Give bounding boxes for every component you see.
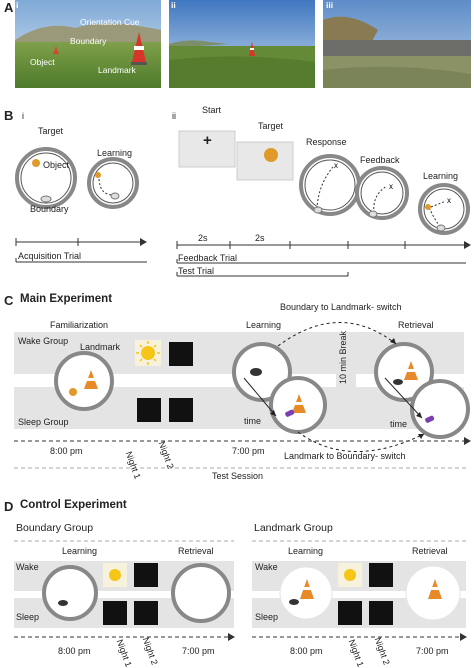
d2-retrieval-label: Retrieval [412, 546, 448, 556]
b-object-label: Object [43, 160, 70, 170]
svg-text:x: x [334, 161, 338, 170]
d1-sleep-label: Sleep [16, 612, 40, 622]
wake-group-label: Wake Group [18, 336, 69, 346]
boundary-to-landmark-switch: Boundary to Landmark- switch [280, 302, 402, 312]
svg-text:x: x [389, 182, 393, 191]
d2-wake-label: Wake [255, 562, 278, 572]
panel-b-diagram: x x x [15, 130, 471, 277]
vr-screenshot-1 [15, 0, 161, 88]
panel-d-letter: D [4, 499, 14, 514]
main-experiment-title: Main Experiment [20, 293, 113, 305]
panel-b-ii: ii [172, 111, 176, 121]
d2-800pm: 8:00 pm [290, 646, 323, 656]
d2-700pm: 7:00 pm [416, 646, 449, 656]
ten-min-break-label: 10 min Break [338, 330, 348, 384]
familiarization-label: Familiarization [50, 320, 109, 330]
time-2s-2: 2s [255, 233, 265, 243]
c-800pm: 8:00 pm [50, 446, 83, 456]
landmark-group-title: Landmark Group [254, 522, 333, 534]
panel-d-diagram [14, 540, 467, 641]
b-feedback-label: Feedback [360, 155, 400, 165]
panel-c-diagram [14, 322, 471, 469]
b-learning2-label: Learning [423, 171, 459, 181]
d1-700pm: 7:00 pm [182, 646, 215, 656]
landmark-label: Landmark [98, 65, 136, 75]
b-response-label: Response [306, 137, 347, 147]
test-trial-label: Test Trial [178, 266, 215, 276]
d1-800pm: 8:00 pm [58, 646, 91, 656]
orientation-cue-label: Orientation Cue [80, 17, 140, 27]
screen-1-roman: i [16, 0, 19, 10]
screen-3-roman: iii [326, 0, 334, 10]
panel-c-letter: C [4, 293, 14, 308]
d2-learning-label: Learning [288, 546, 324, 556]
d1-learning-label: Learning [62, 546, 98, 556]
b-boundary-label: Boundary [30, 204, 69, 214]
c-learning-label: Learning [246, 320, 282, 330]
b-start-label: Start [202, 105, 222, 115]
vr-screenshot-3 [323, 0, 471, 88]
time-2s-1: 2s [198, 233, 208, 243]
panel-b-letter: B [4, 108, 14, 123]
d1-wake-label: Wake [16, 562, 39, 572]
screen-2-roman: ii [171, 0, 176, 10]
svg-text:x: x [447, 196, 451, 205]
vr-screenshot-2 [169, 0, 315, 88]
b-target-label: Target [38, 126, 64, 136]
time-label-2: time [390, 419, 408, 429]
c-retrieval-label: Retrieval [398, 320, 434, 330]
feedback-trial-label: Feedback Trial [178, 253, 238, 263]
time-label-1: time [244, 416, 262, 426]
b-learning-label: Learning [97, 148, 133, 158]
b-target2-label: Target [258, 121, 284, 131]
fixation-cross: + [203, 132, 212, 149]
control-experiment-title: Control Experiment [20, 499, 127, 511]
test-session-label: Test Session [212, 471, 264, 481]
panel-a-letter: A [4, 0, 14, 15]
d1-retrieval-label: Retrieval [178, 546, 214, 556]
c-700pm: 7:00 pm [232, 446, 265, 456]
panel-b-i: i [22, 111, 24, 121]
object-label: Object [30, 57, 55, 67]
boundary-label: Boundary [70, 36, 107, 46]
boundary-group-title: Boundary Group [16, 522, 94, 534]
c-landmark-label: Landmark [80, 342, 121, 352]
sleep-group-label: Sleep Group [18, 417, 69, 427]
d2-sleep-label: Sleep [255, 612, 279, 622]
landmark-to-boundary-switch: Landmark to Boundary- switch [284, 451, 406, 461]
acquisition-trial-label: Acquisition Trial [18, 251, 82, 261]
